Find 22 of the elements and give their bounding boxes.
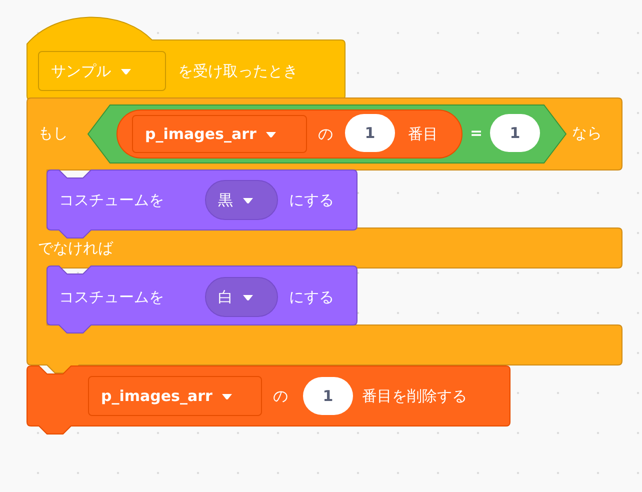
dropdown-menu: サンプル [38,51,166,91]
block-label: を受け取ったとき [178,61,298,81]
switch-costume-block [47,266,357,333]
block-label: コスチュームを [59,287,164,307]
if-else-block [27,98,622,373]
dropdown-menu: p_images_arr [132,115,307,153]
dropdown-menu: p_images_arr [88,376,262,416]
block-label: の [318,124,333,144]
delete-list-item-block [27,366,510,434]
block-label: = [470,123,483,143]
block-label: なら [572,123,602,143]
switch-costume-block [47,170,357,238]
block-label: の [273,386,288,406]
block-label: もし [38,123,68,143]
block-label: 番目 [408,124,438,144]
block-label: コスチュームを [59,190,164,210]
block-label: 番目を削除する [362,386,467,406]
block-label: でなければ [38,238,113,258]
list-item-reporter [117,110,462,158]
block-label: にする [289,190,334,210]
block-label: にする [289,287,334,307]
equals-operator-block [88,105,566,163]
